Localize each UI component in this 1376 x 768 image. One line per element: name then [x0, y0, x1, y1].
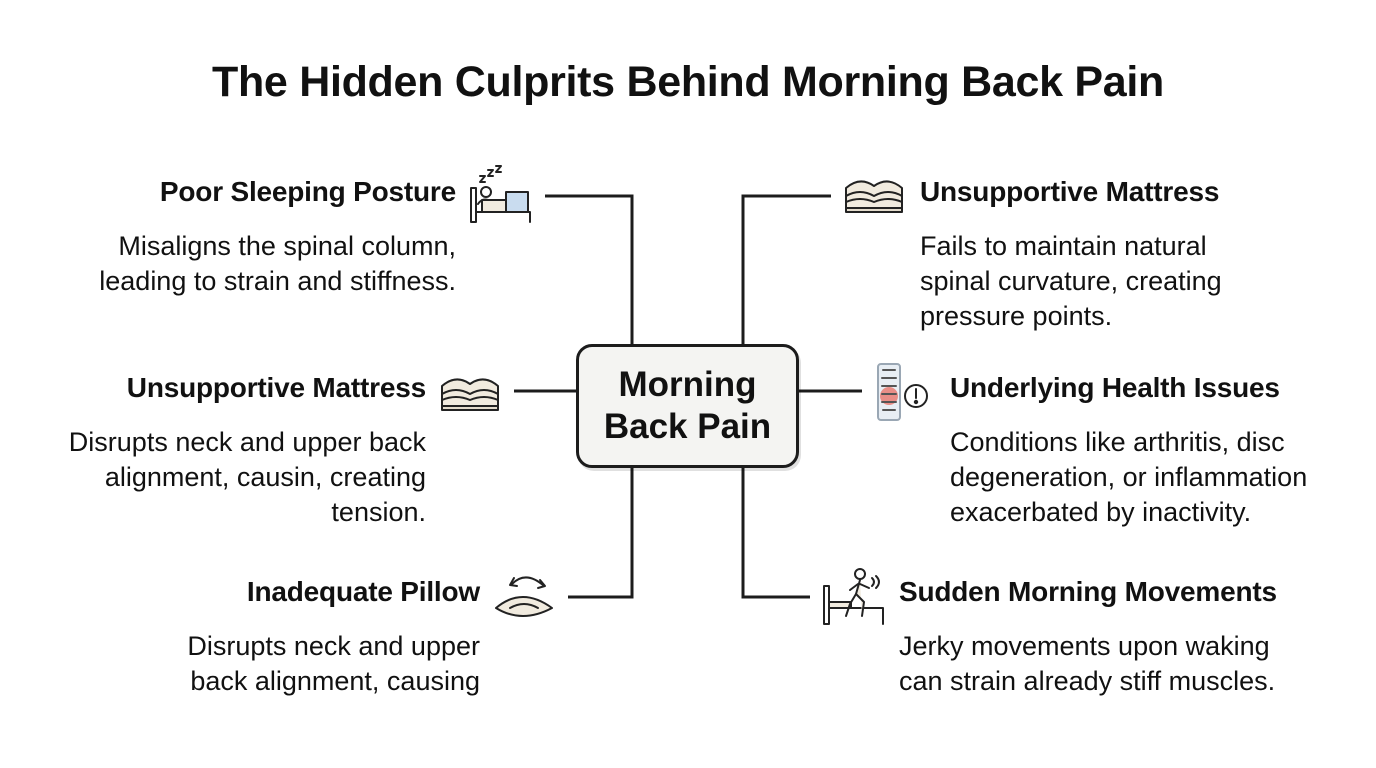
- item-title: Sudden Morning Movements: [899, 576, 1277, 607]
- item-description: Misaligns the spinal column, leading to …: [99, 231, 456, 296]
- sleeping-person-icon: [470, 165, 531, 223]
- spine-warning-icon: [877, 363, 928, 421]
- center-label-line2: Back Pain: [603, 407, 772, 446]
- center-node: Morning Back Pain: [576, 344, 799, 468]
- person-rising-from-bed-icon: [823, 568, 884, 625]
- center-label: Morning Back Pain: [579, 364, 796, 448]
- item-description: Jerky movements upon waking can strain a…: [899, 631, 1276, 696]
- mattress-icon: [845, 180, 903, 213]
- item-title: Inadequate Pillow: [246, 576, 480, 607]
- mattress-icon: [441, 378, 499, 411]
- connector-right-bottom: [741, 468, 810, 599]
- item-description: Fails to maintain natural spinal curvatu…: [920, 231, 1222, 331]
- connector-right-top: [741, 194, 831, 344]
- connector-left-bottom: [568, 468, 634, 599]
- item-title: Unsupportive Mattress: [126, 372, 426, 403]
- item-description: Disrupts neck and upper back alignment, …: [68, 427, 426, 527]
- page-title: The Hidden Culprits Behind Morning Back …: [212, 58, 1164, 106]
- item-title: Unsupportive Mattress: [920, 176, 1220, 207]
- right-item-sudden-morning-movements: Sudden Morning Movements Jerky movements…: [899, 576, 1349, 706]
- left-item-unsupportive-mattress: Unsupportive Mattress Disrupts neck and …: [20, 372, 426, 532]
- left-item-inadequate-pillow: Inadequate Pillow Disrupts neck and uppe…: [20, 576, 480, 706]
- item-description: Disrupts neck and upper back alignment, …: [187, 631, 480, 696]
- item-description: Conditions like arthritis, disc degenera…: [950, 427, 1308, 527]
- center-label-line1: Morning: [618, 365, 757, 404]
- left-item-poor-sleeping-posture: Poor Sleeping Posture Misaligns the spin…: [20, 176, 456, 306]
- right-item-underlying-health-issues: Underlying Health Issues Conditions like…: [950, 372, 1360, 532]
- connector-left-top: [545, 194, 634, 344]
- item-title: Underlying Health Issues: [950, 372, 1280, 403]
- right-item-unsupportive-mattress: Unsupportive Mattress Fails to maintain …: [920, 176, 1340, 336]
- item-title: Poor Sleeping Posture: [159, 176, 456, 207]
- pillow-icon: [495, 576, 553, 617]
